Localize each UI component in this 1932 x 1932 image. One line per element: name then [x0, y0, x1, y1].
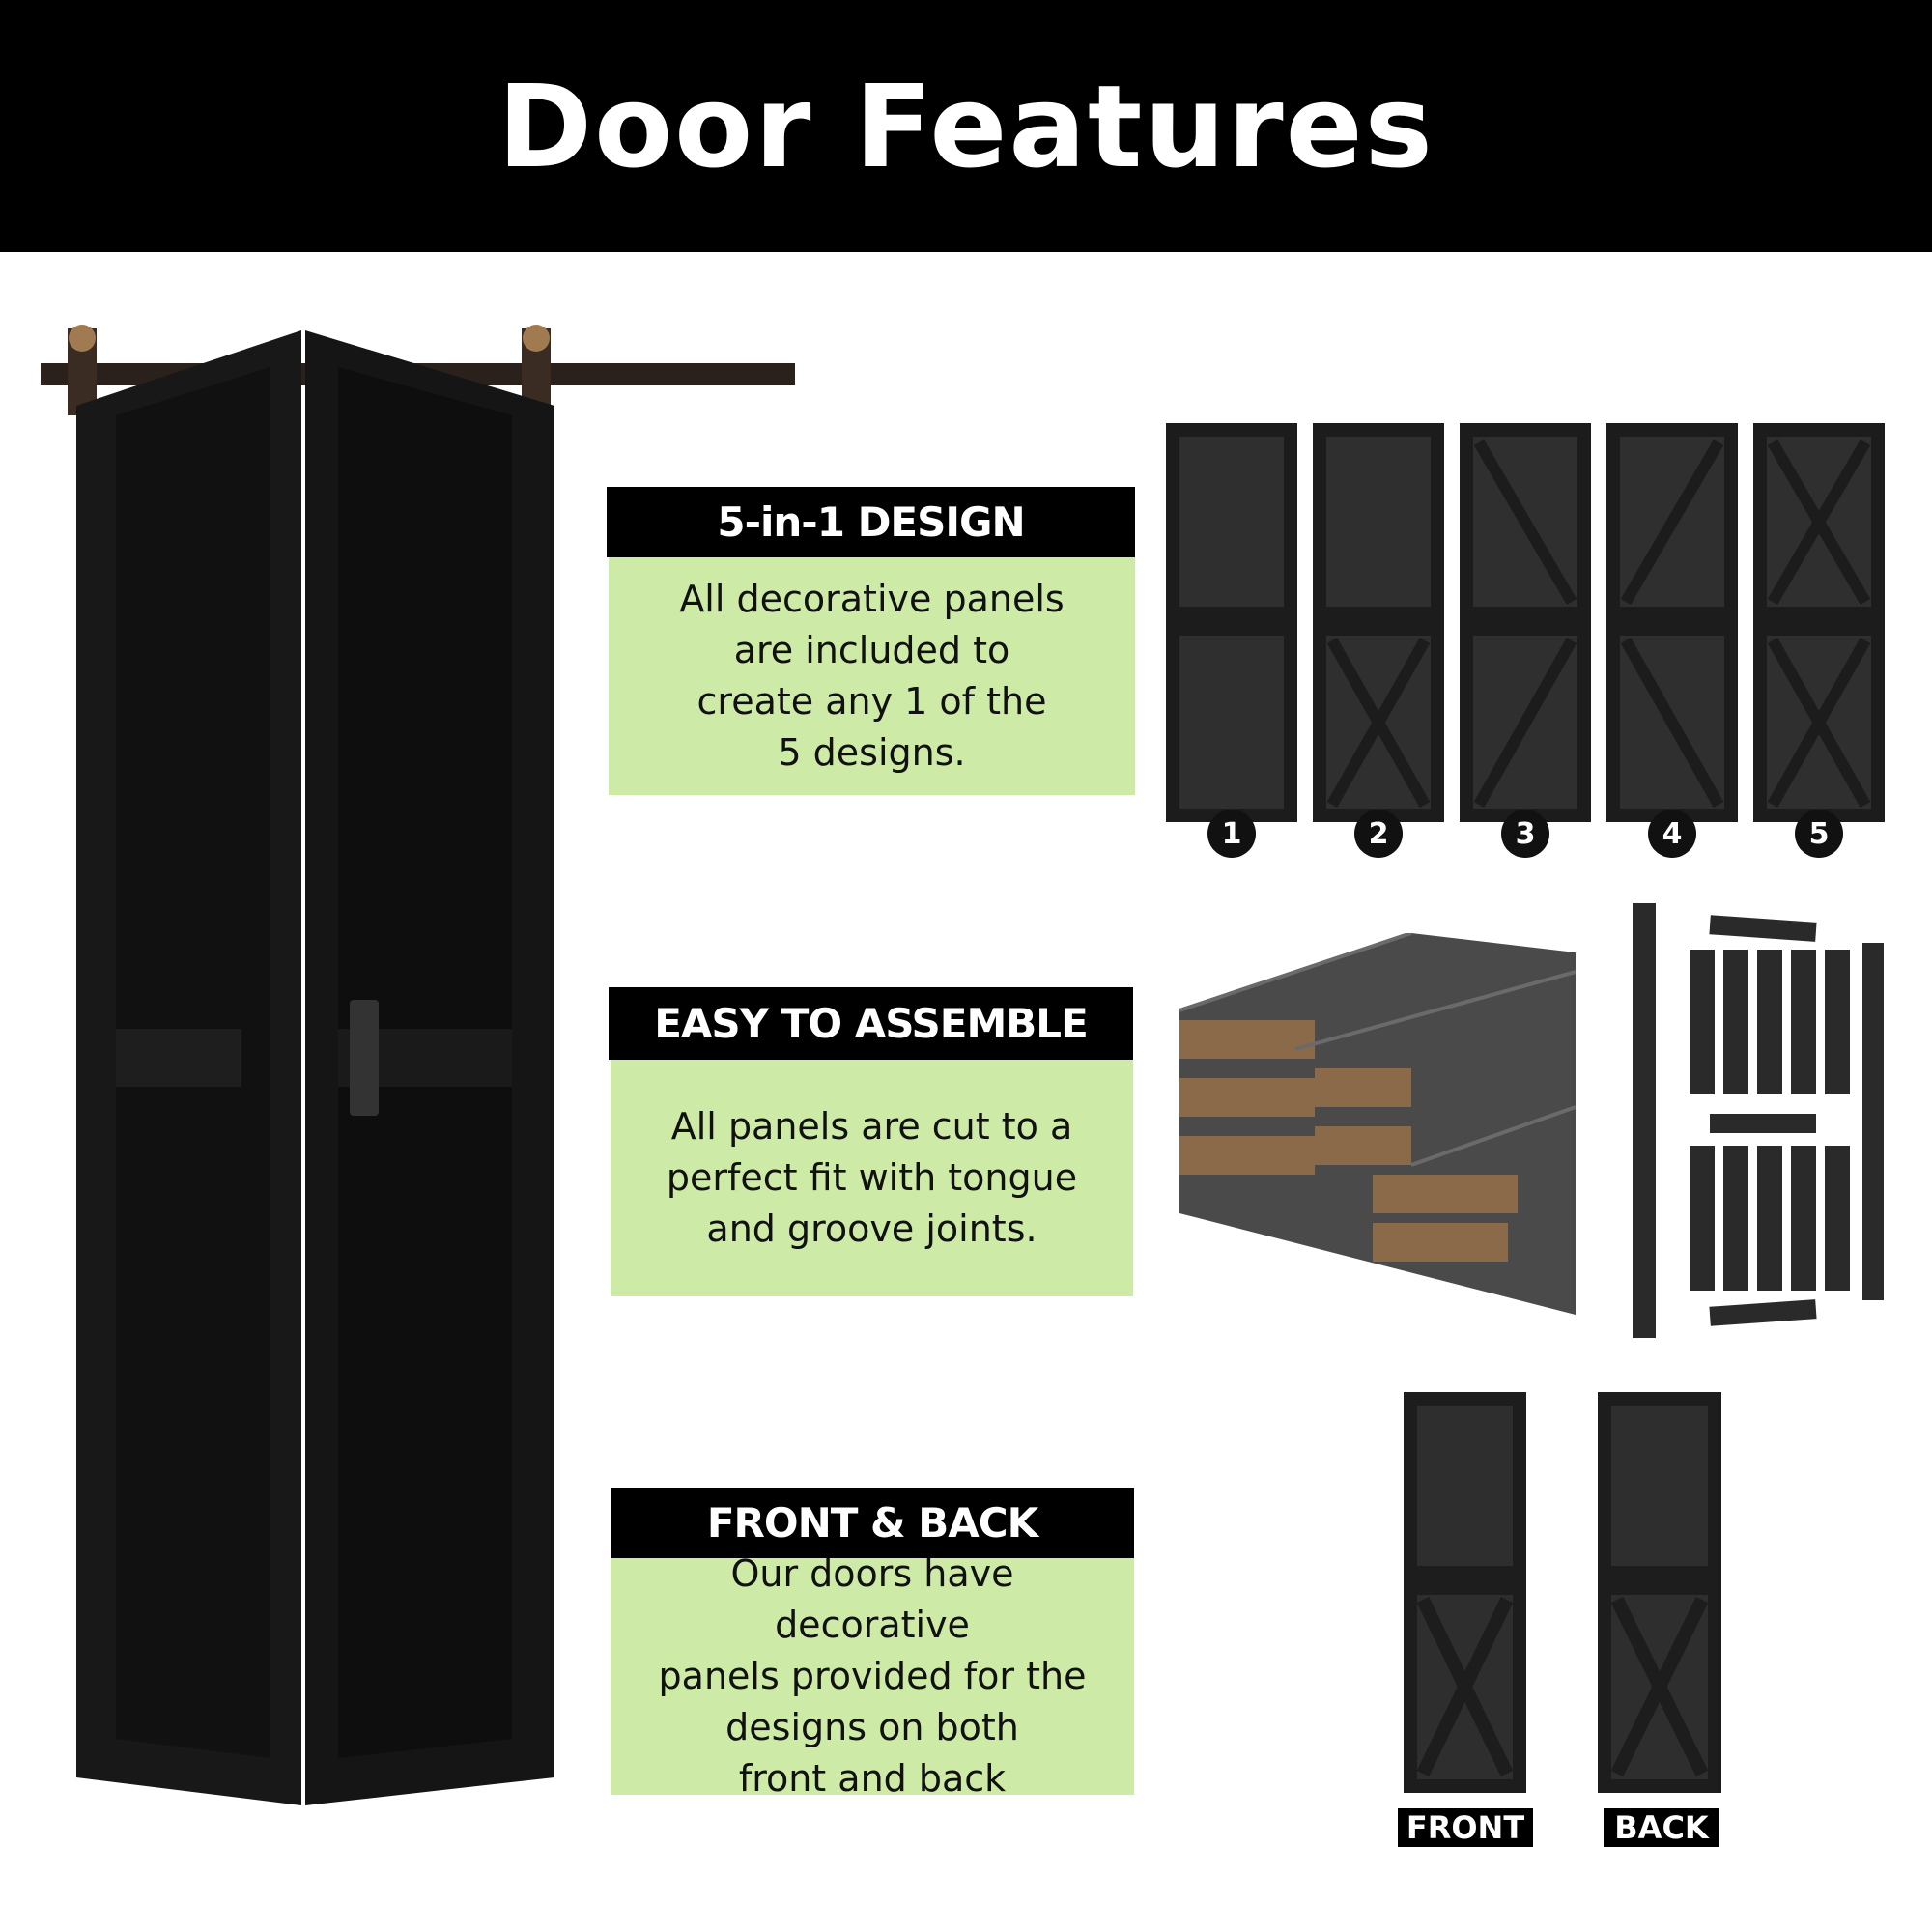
design-number-badge: 1	[1208, 810, 1256, 858]
text-line: 5 designs.	[778, 731, 966, 774]
bifold-door-image	[41, 325, 795, 1805]
design-panel-5	[1753, 423, 1885, 822]
design-panel-2	[1313, 423, 1444, 822]
design-panel-4	[1606, 423, 1738, 822]
text-line: front and back	[738, 1757, 1007, 1800]
design-number-badge: 4	[1648, 810, 1696, 858]
page-title: Door Features	[497, 59, 1435, 193]
feature-body-assemble: All panels are cut to a perfect fit with …	[611, 1060, 1133, 1296]
text-line: panels provided for the	[658, 1655, 1087, 1697]
design-number-badge: 2	[1354, 810, 1403, 858]
right-door-leaf	[305, 330, 554, 1805]
design-number-badge: 3	[1501, 810, 1549, 858]
text-line: Our doors have decorative	[730, 1552, 1014, 1646]
feature-title-5in1: 5-in-1 DESIGN	[607, 487, 1135, 557]
back-label: BACK	[1604, 1808, 1719, 1847]
design-panel-3	[1460, 423, 1591, 822]
text-line: All panels are cut to a	[670, 1105, 1073, 1148]
design-number-badge: 5	[1795, 810, 1843, 858]
text-line: create any 1 of the	[696, 680, 1047, 723]
back-panel-image	[1598, 1392, 1721, 1793]
feature-title-assemble: EASY TO ASSEMBLE	[609, 987, 1133, 1060]
feature-title-front-back: FRONT & BACK	[611, 1488, 1134, 1558]
feature-body-5in1: All decorative panels are included to crea…	[609, 557, 1135, 795]
text-line: and groove joints.	[706, 1208, 1037, 1250]
left-door-leaf	[76, 330, 301, 1805]
text-line: designs on both	[725, 1706, 1019, 1748]
text-line: perfect fit with tongue	[666, 1156, 1078, 1199]
panel-parts-image	[1633, 903, 1884, 1338]
text-line: are included to	[733, 629, 1010, 671]
front-label: FRONT	[1398, 1808, 1533, 1847]
text-line: All decorative panels	[679, 578, 1065, 620]
door-handle	[350, 1000, 379, 1116]
feature-body-front-back: Our doors have decorative panels provided…	[611, 1552, 1134, 1800]
design-panel-1	[1166, 423, 1297, 822]
front-panel-image	[1404, 1392, 1526, 1793]
planks-image	[1179, 933, 1576, 1315]
header-banner: Door Features	[0, 0, 1932, 252]
